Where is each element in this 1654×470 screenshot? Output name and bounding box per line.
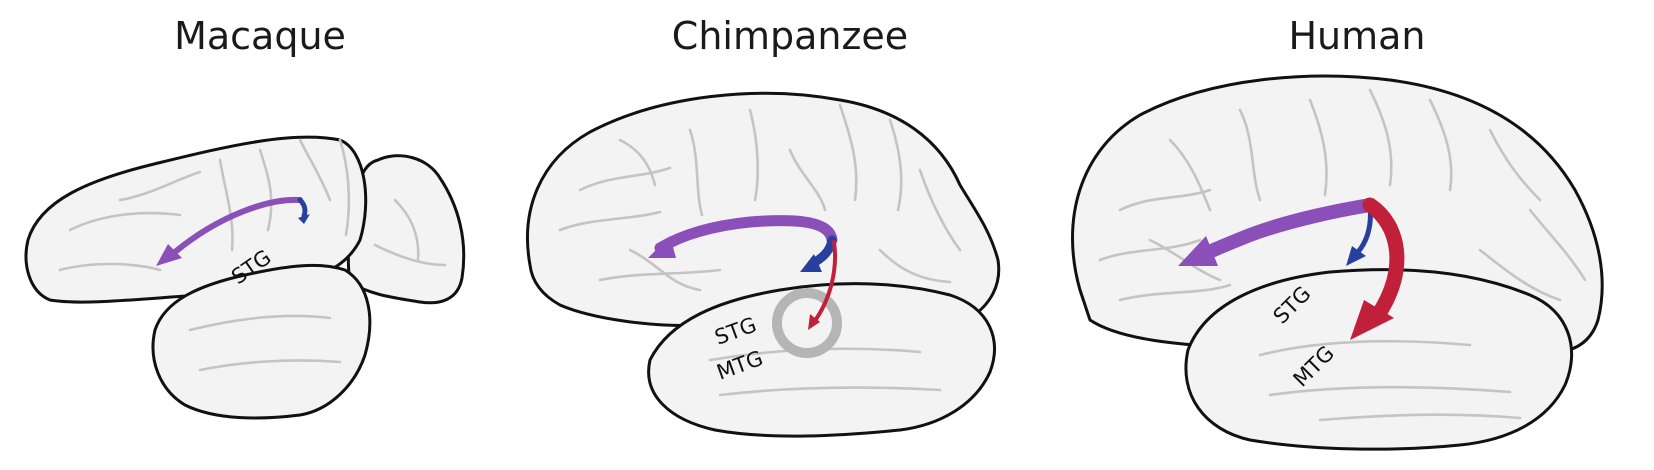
panel-macaque: Macaque STG — [0, 0, 520, 470]
panel-title-macaque: Macaque — [174, 14, 346, 58]
macaque-dorsal-arrowhead — [156, 244, 182, 266]
chimpanzee-ventral-stg-arrowhead — [800, 254, 822, 272]
human-temporal-lobe — [1184, 268, 1574, 451]
macaque-ventral-pathway-arrow — [297, 197, 308, 219]
macaque-dorsal-pathway-arrow — [172, 196, 303, 255]
chimpanzee-temporal-lobe — [647, 282, 996, 438]
human-ventral-mtg-arrowhead — [1350, 300, 1394, 340]
macaque-cortex-outline — [24, 135, 368, 304]
macaque-ventral-arrowhead — [298, 214, 310, 224]
chimpanzee-ventral-mtg-arrow — [812, 240, 837, 324]
human-brain-diagram: STG MTG — [1071, 74, 1604, 451]
macaque-brain-diagram: STG — [24, 135, 466, 420]
chimpanzee-dorsal-arrowhead — [648, 236, 676, 258]
human-ventral-mtg-arrow — [1362, 197, 1405, 323]
chimpanzee-cortex-outline — [526, 91, 1001, 330]
panel-chimpanzee: Chimpanzee STG MTG — [520, 0, 1060, 470]
panel-human: Human STG MTG — [1060, 0, 1654, 470]
chimpanzee-brain-diagram: STG MTG — [526, 91, 1001, 438]
human-ventral-stg-arrowhead — [1346, 246, 1366, 266]
human-dorsal-arrowhead — [1178, 236, 1218, 266]
chimpanzee-dorsal-pathway-arrow — [654, 215, 838, 254]
macaque-occipital-lobe — [346, 154, 466, 305]
chimpanzee-ventral-mtg-arrowhead — [808, 314, 820, 330]
chimpanzee-mtg-highlight-ring — [772, 288, 842, 358]
panel-title-chimpanzee: Chimpanzee — [671, 14, 909, 58]
panel-title-human: Human — [1288, 14, 1426, 58]
macaque-temporal-lobe — [151, 263, 372, 420]
